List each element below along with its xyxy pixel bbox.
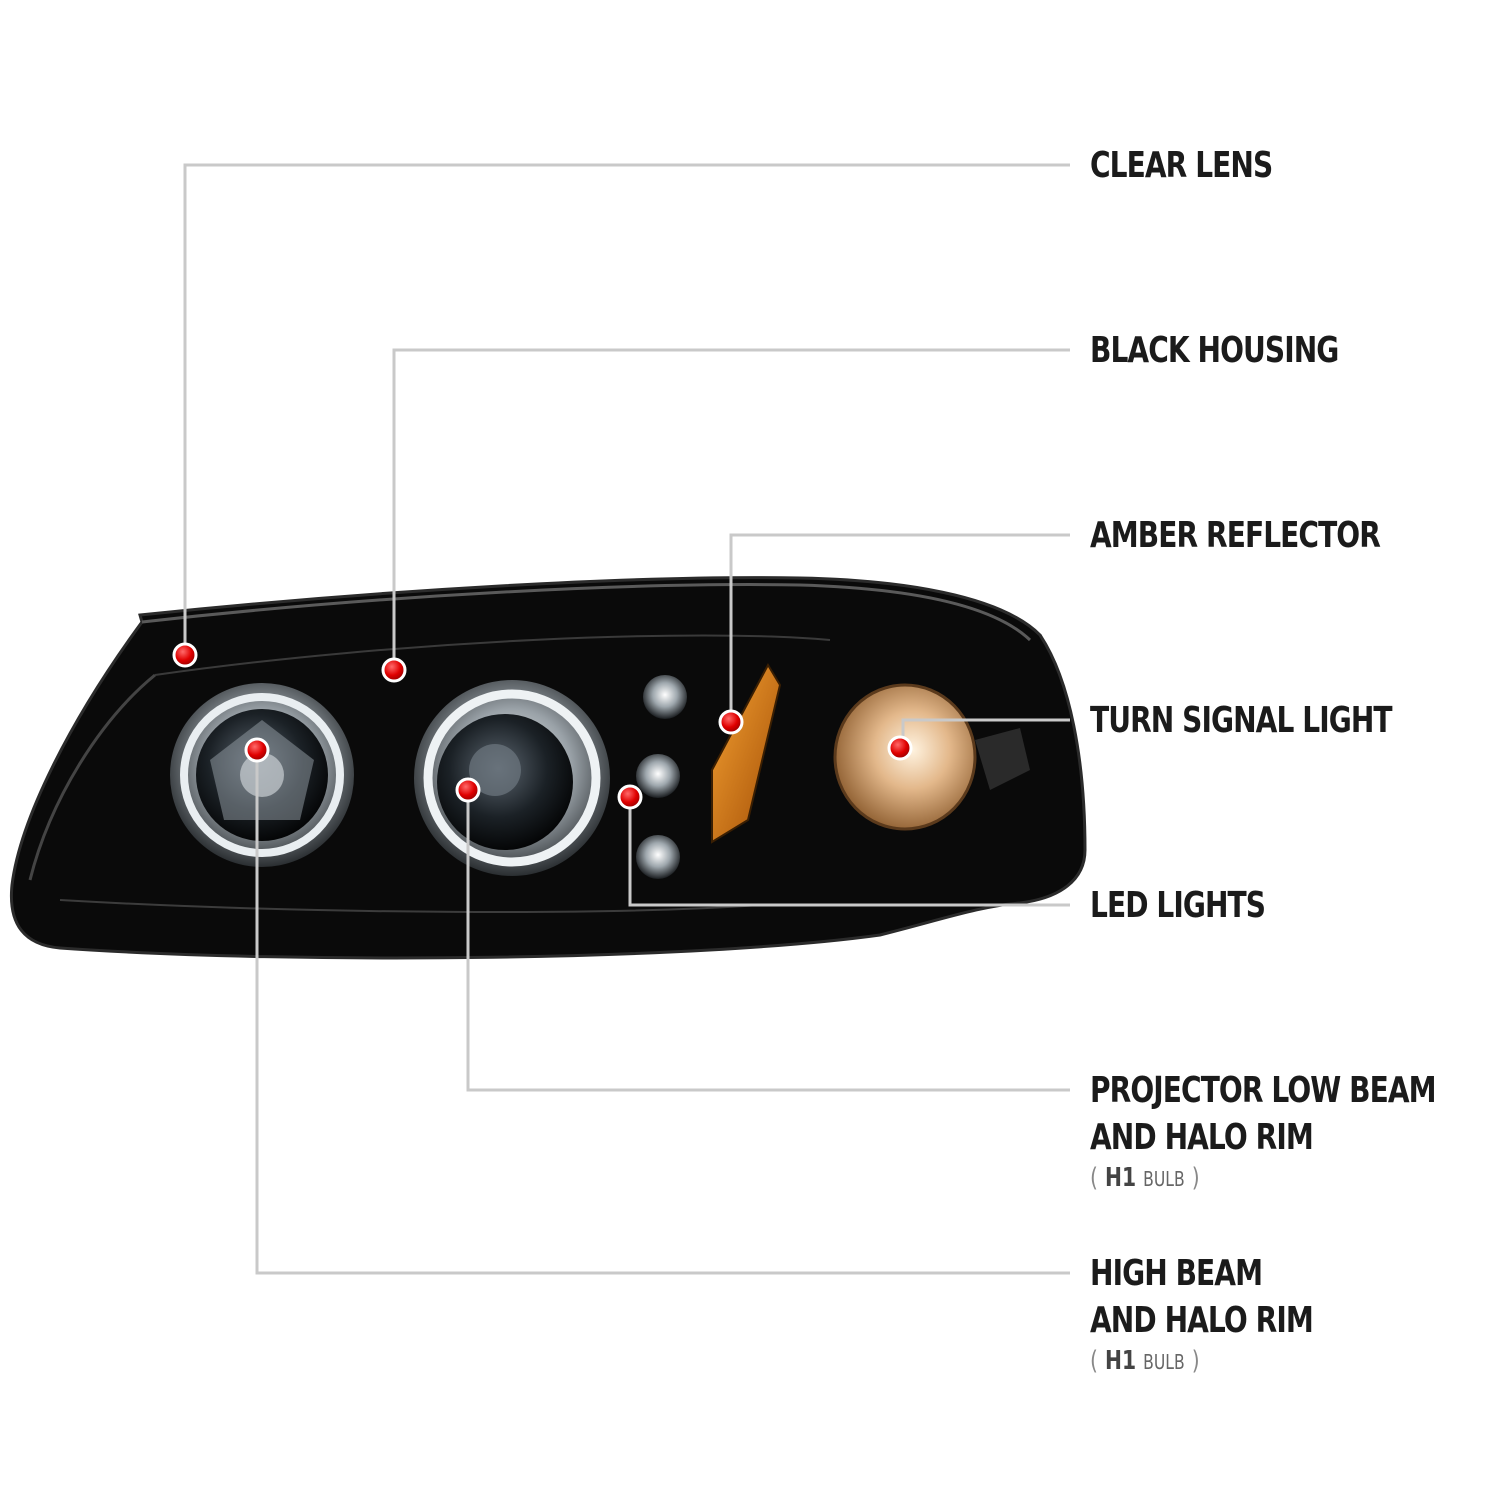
leader-high-beam: [255, 750, 1070, 1275]
leader-led-lights: [628, 797, 1070, 907]
marker-projector-low-beam: [455, 777, 481, 803]
leader-projector-low-beam: [466, 790, 1070, 1092]
label-line: BLACK HOUSING: [1090, 330, 1339, 371]
leader-lines: [183, 163, 1070, 1275]
label-line: PROJECTOR LOW BEAM: [1090, 1070, 1437, 1111]
label-turn-signal-light: TURN SIGNAL LIGHT: [1090, 697, 1393, 744]
projector-low-beam-lamp: [414, 680, 610, 876]
label-black-housing: BLACK HOUSING: [1090, 327, 1339, 374]
label-high-beam: HIGH BEAM AND HALO RIM ( H1 BULB ): [1090, 1250, 1314, 1379]
bulb-note: ( H1 BULB ): [1090, 1344, 1313, 1379]
label-line: AND HALO RIM: [1090, 1300, 1314, 1341]
amber-reflector-piece: [711, 662, 782, 844]
bulb-note: ( H1 BULB ): [1090, 1161, 1436, 1196]
label-line: AND HALO RIM: [1090, 1117, 1314, 1158]
marker-high-beam: [244, 737, 270, 763]
label-line: HIGH BEAM: [1090, 1253, 1263, 1294]
led-lights-cluster: [636, 675, 687, 879]
marker-led-lights: [617, 784, 643, 810]
label-line: AMBER REFLECTOR: [1090, 515, 1381, 556]
label-led-lights: LED LIGHTS: [1090, 882, 1266, 929]
note-bulb-type: H1: [1104, 1163, 1137, 1193]
note-bulb-word: BULB: [1143, 1167, 1185, 1191]
label-line: CLEAR LENS: [1090, 145, 1273, 186]
marker-black-housing: [381, 657, 407, 683]
note-close: ): [1191, 1346, 1200, 1376]
leader-black-housing: [392, 348, 1070, 670]
marker-clear-lens: [172, 642, 198, 668]
note-close: ): [1191, 1163, 1200, 1193]
marker-turn-signal: [887, 735, 913, 761]
label-projector-low-beam: PROJECTOR LOW BEAM AND HALO RIM ( H1 BUL…: [1090, 1067, 1437, 1196]
note-open: (: [1090, 1163, 1098, 1193]
marker-amber-reflector: [718, 709, 744, 735]
label-line: LED LIGHTS: [1090, 885, 1266, 926]
note-bulb-word: BULB: [1143, 1350, 1185, 1374]
label-line: TURN SIGNAL LIGHT: [1090, 700, 1393, 741]
label-clear-lens: CLEAR LENS: [1090, 142, 1273, 189]
callout-markers: [172, 642, 913, 810]
high-beam-lamp: [170, 683, 354, 867]
label-amber-reflector: AMBER REFLECTOR: [1090, 512, 1381, 559]
leader-amber-reflector: [729, 533, 1070, 722]
note-open: (: [1090, 1346, 1098, 1376]
leader-clear-lens: [183, 163, 1070, 655]
note-bulb-type: H1: [1104, 1346, 1137, 1376]
